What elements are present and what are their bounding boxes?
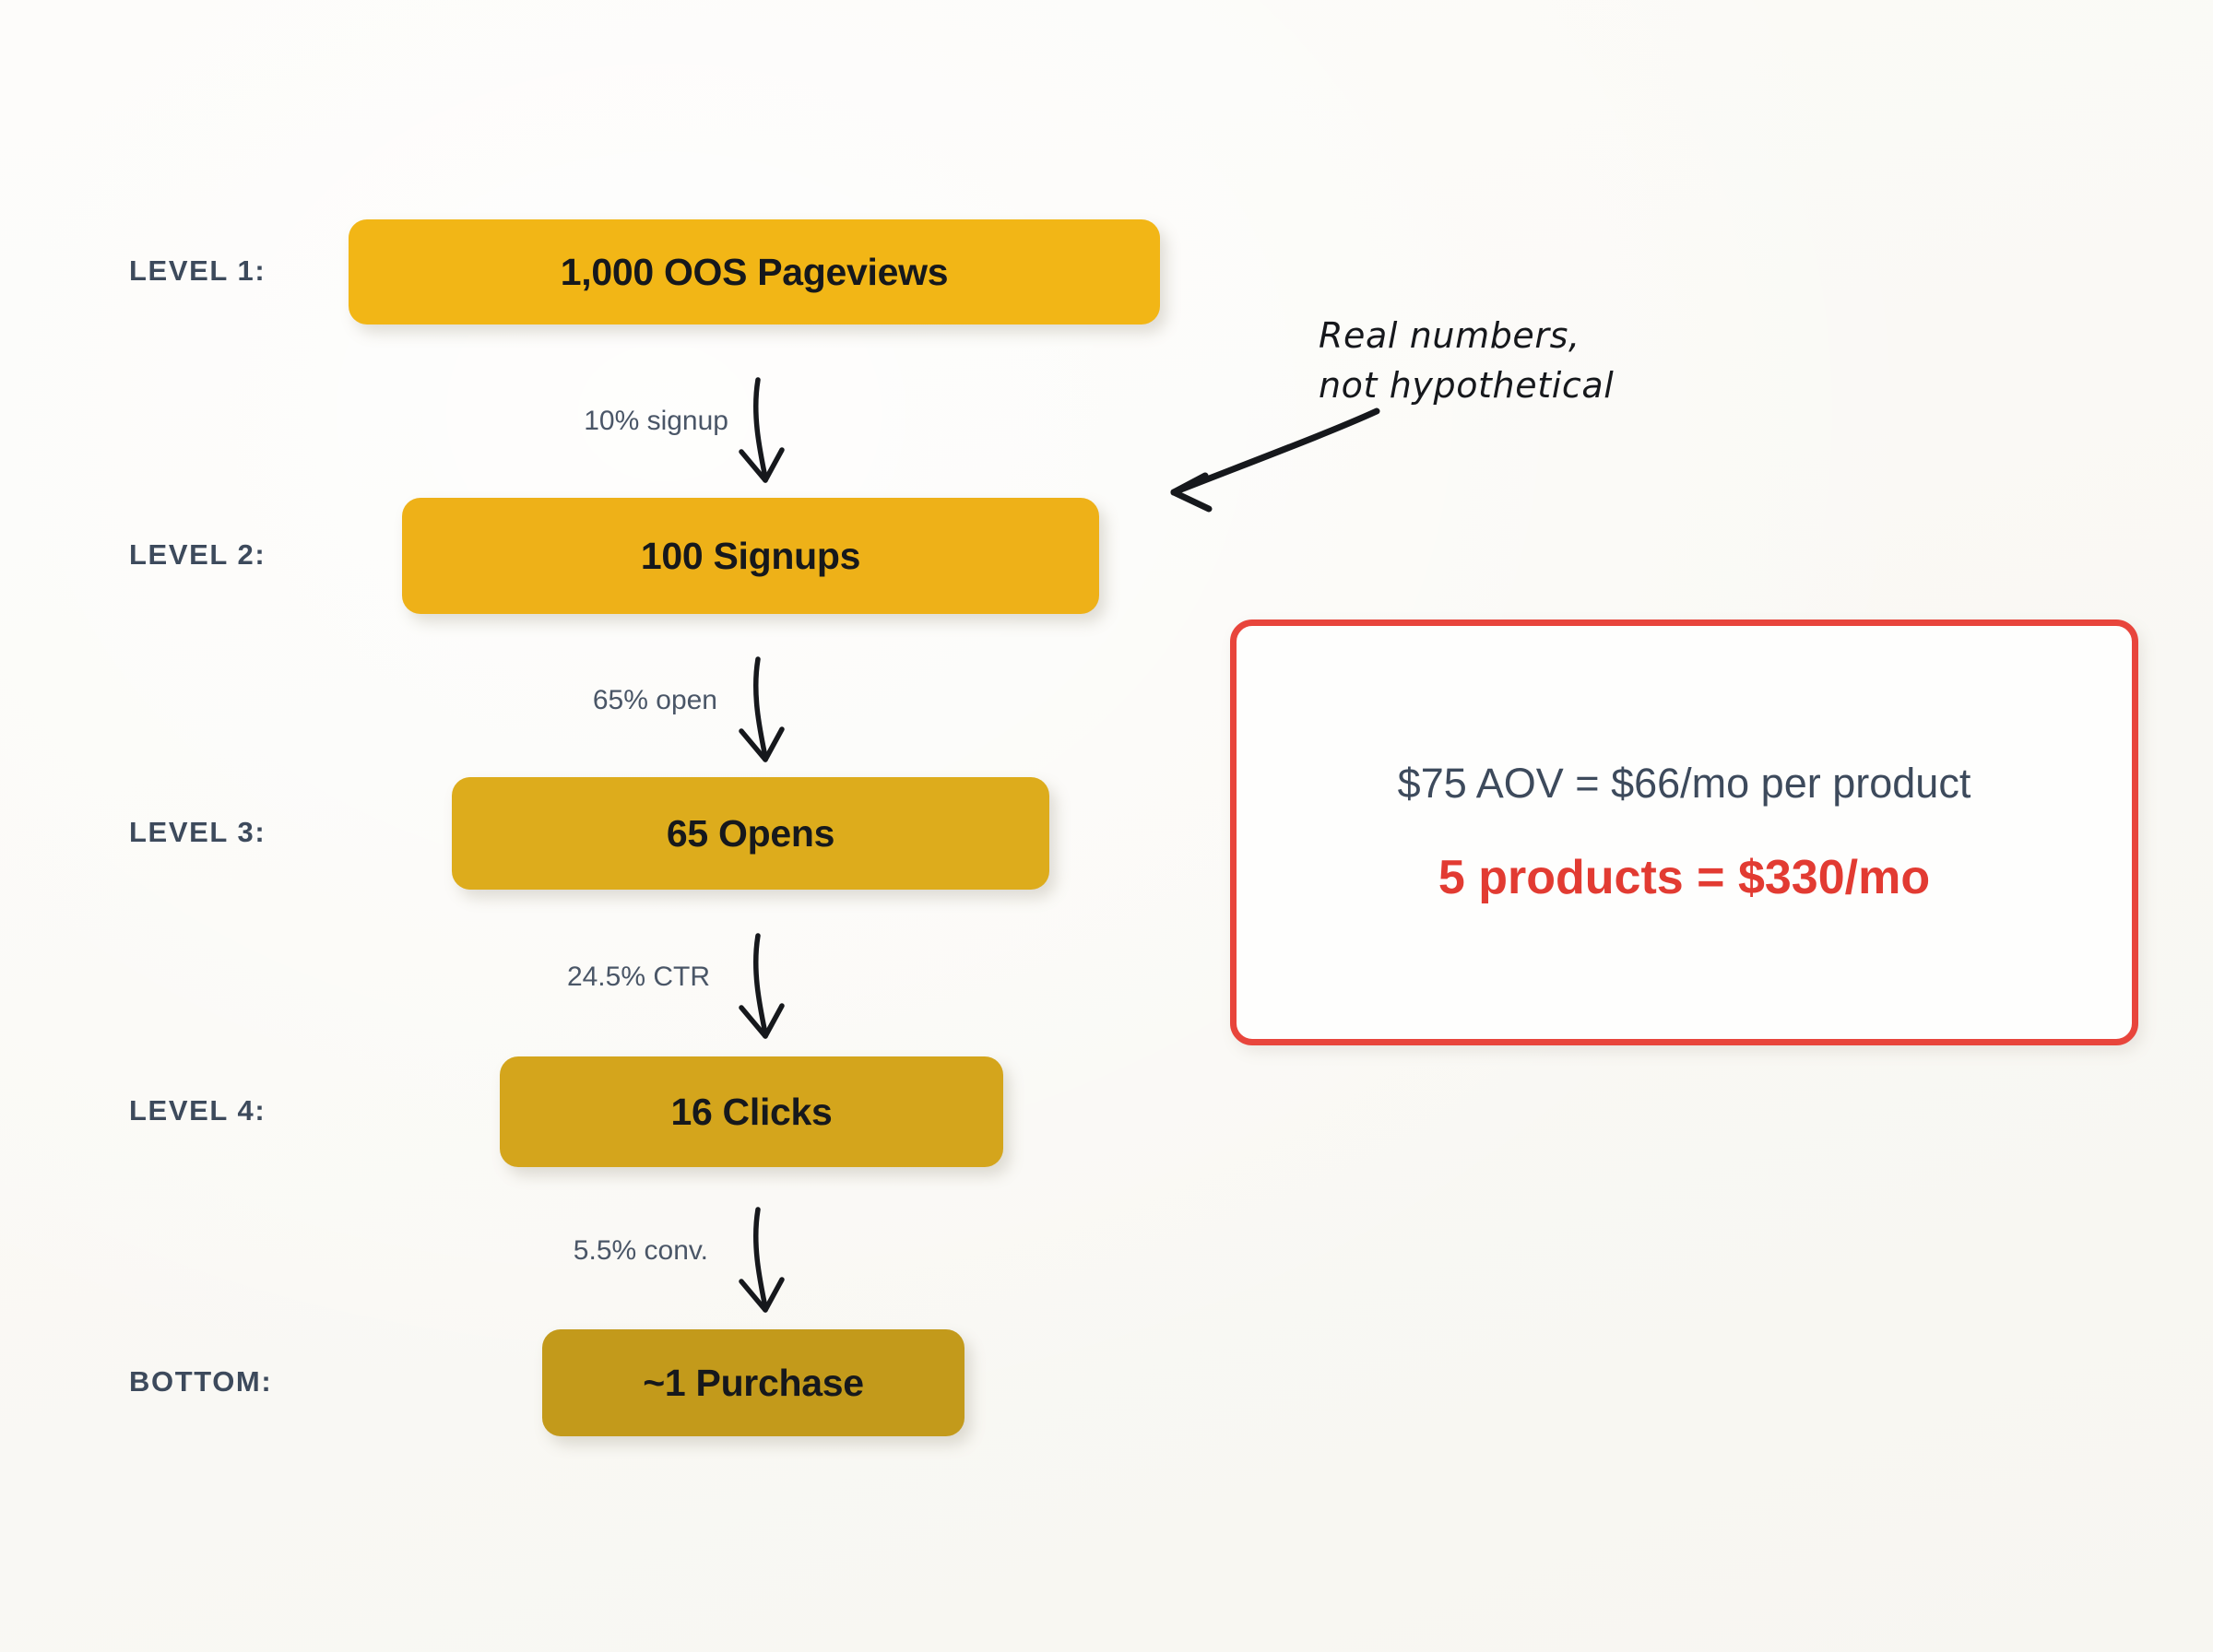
- funnel-level-1: LEVEL 1: 1,000 OOS Pageviews: [0, 219, 1199, 324]
- funnel-bar: 65 Opens: [452, 777, 1049, 890]
- callout-aov-line: $75 AOV = $66/mo per product: [1397, 760, 1971, 807]
- annotation-line-1: Real numbers,: [1319, 315, 1580, 356]
- annotation-line-2: not hypothetical: [1319, 364, 1615, 406]
- funnel-bar-value: 1,000 OOS Pageviews: [560, 250, 949, 293]
- funnel-level-4: LEVEL 4: 16 Clicks: [0, 1056, 1199, 1167]
- level-label: LEVEL 2:: [129, 538, 266, 571]
- funnel-level-3: LEVEL 3: 65 Opens: [0, 777, 1199, 890]
- funnel-bar: ~1 Purchase: [542, 1329, 964, 1436]
- funnel-bar: 16 Clicks: [500, 1056, 1003, 1167]
- funnel-bar-value: ~1 Purchase: [643, 1361, 864, 1404]
- funnel-level-5: BOTTOM: ~1 Purchase: [0, 1329, 1199, 1436]
- callout-total-line: 5 products = $330/mo: [1438, 851, 1931, 904]
- funnel-level-2: LEVEL 2: 100 Signups: [0, 498, 1199, 614]
- funnel-bar: 1,000 OOS Pageviews: [349, 219, 1160, 324]
- level-label: BOTTOM:: [129, 1365, 273, 1398]
- transition-rate-label: 65% open: [592, 685, 717, 715]
- transition-rate-label: 5.5% conv.: [573, 1235, 708, 1266]
- funnel-bar-value: 65 Opens: [666, 811, 835, 855]
- level-label: LEVEL 1:: [129, 254, 266, 287]
- down-arrow-icon: [739, 377, 785, 483]
- transition-rate-label: 24.5% CTR: [566, 962, 710, 992]
- funnel-bar: 100 Signups: [402, 498, 1099, 614]
- down-arrow-icon: [739, 656, 785, 762]
- annotation-curved-arrow-icon: [1170, 407, 1380, 513]
- down-arrow-icon: [739, 933, 785, 1039]
- level-label: LEVEL 4:: [129, 1094, 266, 1127]
- level-label: LEVEL 3:: [129, 816, 266, 848]
- funnel-bar-value: 16 Clicks: [670, 1090, 833, 1133]
- transition-rate-label: 10% signup: [584, 406, 728, 436]
- down-arrow-icon: [739, 1207, 785, 1313]
- revenue-callout-box: $75 AOV = $66/mo per product 5 products …: [1230, 620, 2138, 1045]
- handwritten-annotation: Real numbers, not hypothetical: [1319, 312, 1890, 411]
- funnel-bar-value: 100 Signups: [640, 534, 861, 577]
